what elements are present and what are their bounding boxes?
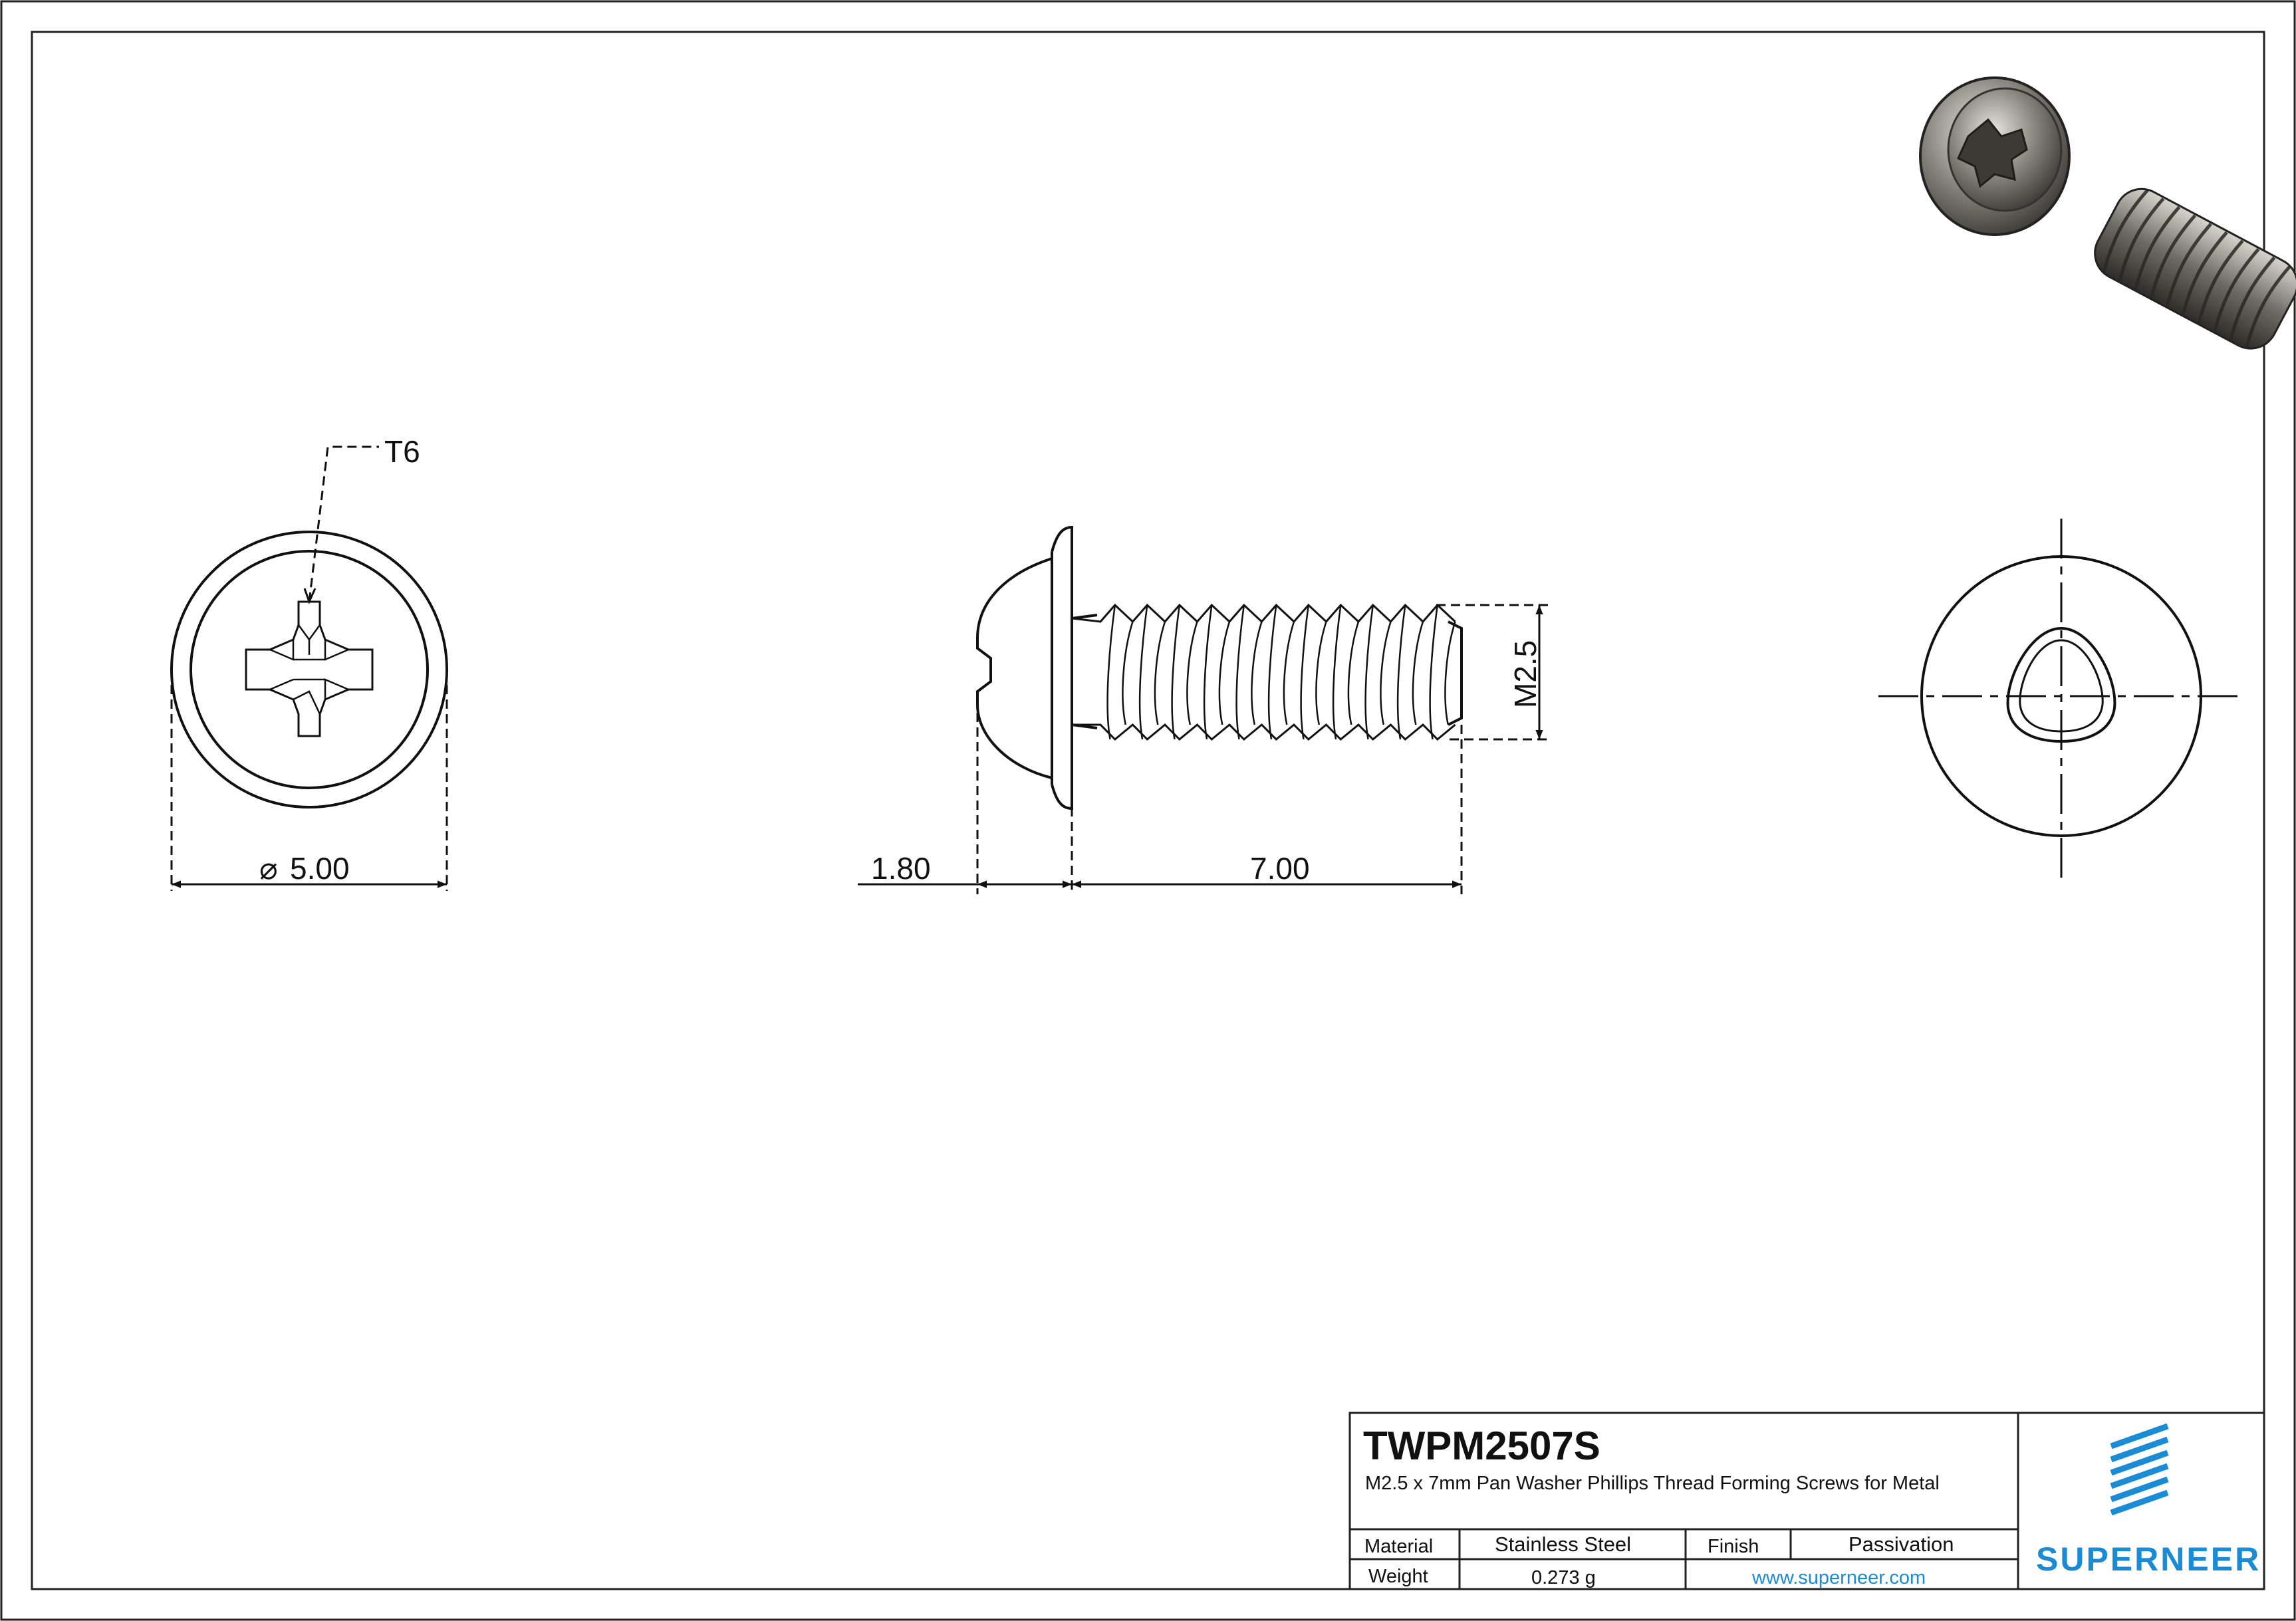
phillips-recess-icon [245, 600, 374, 737]
thread-dimension [1436, 604, 1549, 741]
diameter-value: 5.00 [290, 851, 350, 886]
thread-crests-top [1071, 603, 1456, 624]
t6-leader-line [308, 445, 379, 602]
superneer-logo-icon [2110, 1423, 2169, 1516]
brand-name: SUPERNEER [2036, 1541, 2261, 1578]
thread-flanks [1106, 604, 1456, 740]
thread-crests-bottom [1072, 723, 1456, 741]
part-number: TWPM2507S [1363, 1424, 1600, 1468]
finish-label: Finish [1708, 1536, 1759, 1557]
website-link[interactable]: www.superneer.com [1751, 1567, 1926, 1588]
thread-size-label: M2.5 [1508, 640, 1543, 708]
diameter-dimension [170, 685, 448, 891]
head-height-value: 1.80 [871, 851, 931, 886]
end-view [1878, 519, 2239, 878]
side-view [976, 525, 1463, 810]
finish-value: Passivation [1849, 1533, 1954, 1556]
length-dimensions [858, 698, 1463, 894]
material-value: Stainless Steel [1495, 1533, 1631, 1556]
pan-head-dome [976, 557, 1053, 779]
title-block [1348, 1412, 2265, 1590]
length-value: 7.00 [1250, 851, 1310, 886]
screw-3d-render-icon [1919, 76, 2296, 350]
weight-value: 0.273 g [1531, 1567, 1596, 1588]
washer-flange [1051, 525, 1073, 810]
weight-label: Weight [1368, 1566, 1428, 1587]
head-circle [190, 550, 429, 789]
end-view-outer-circle [1920, 555, 2202, 837]
part-description: M2.5 x 7mm Pan Washer Phillips Thread Fo… [1365, 1473, 1940, 1494]
front-view [170, 445, 448, 809]
diameter-symbol: ⌀ [259, 851, 278, 886]
inner-border [31, 31, 2265, 1590]
drive-label: T6 [384, 434, 420, 469]
trilobular-thread-icon [2006, 626, 2116, 743]
washer-outer-circle [170, 531, 448, 809]
material-label: Material [1364, 1536, 1433, 1557]
